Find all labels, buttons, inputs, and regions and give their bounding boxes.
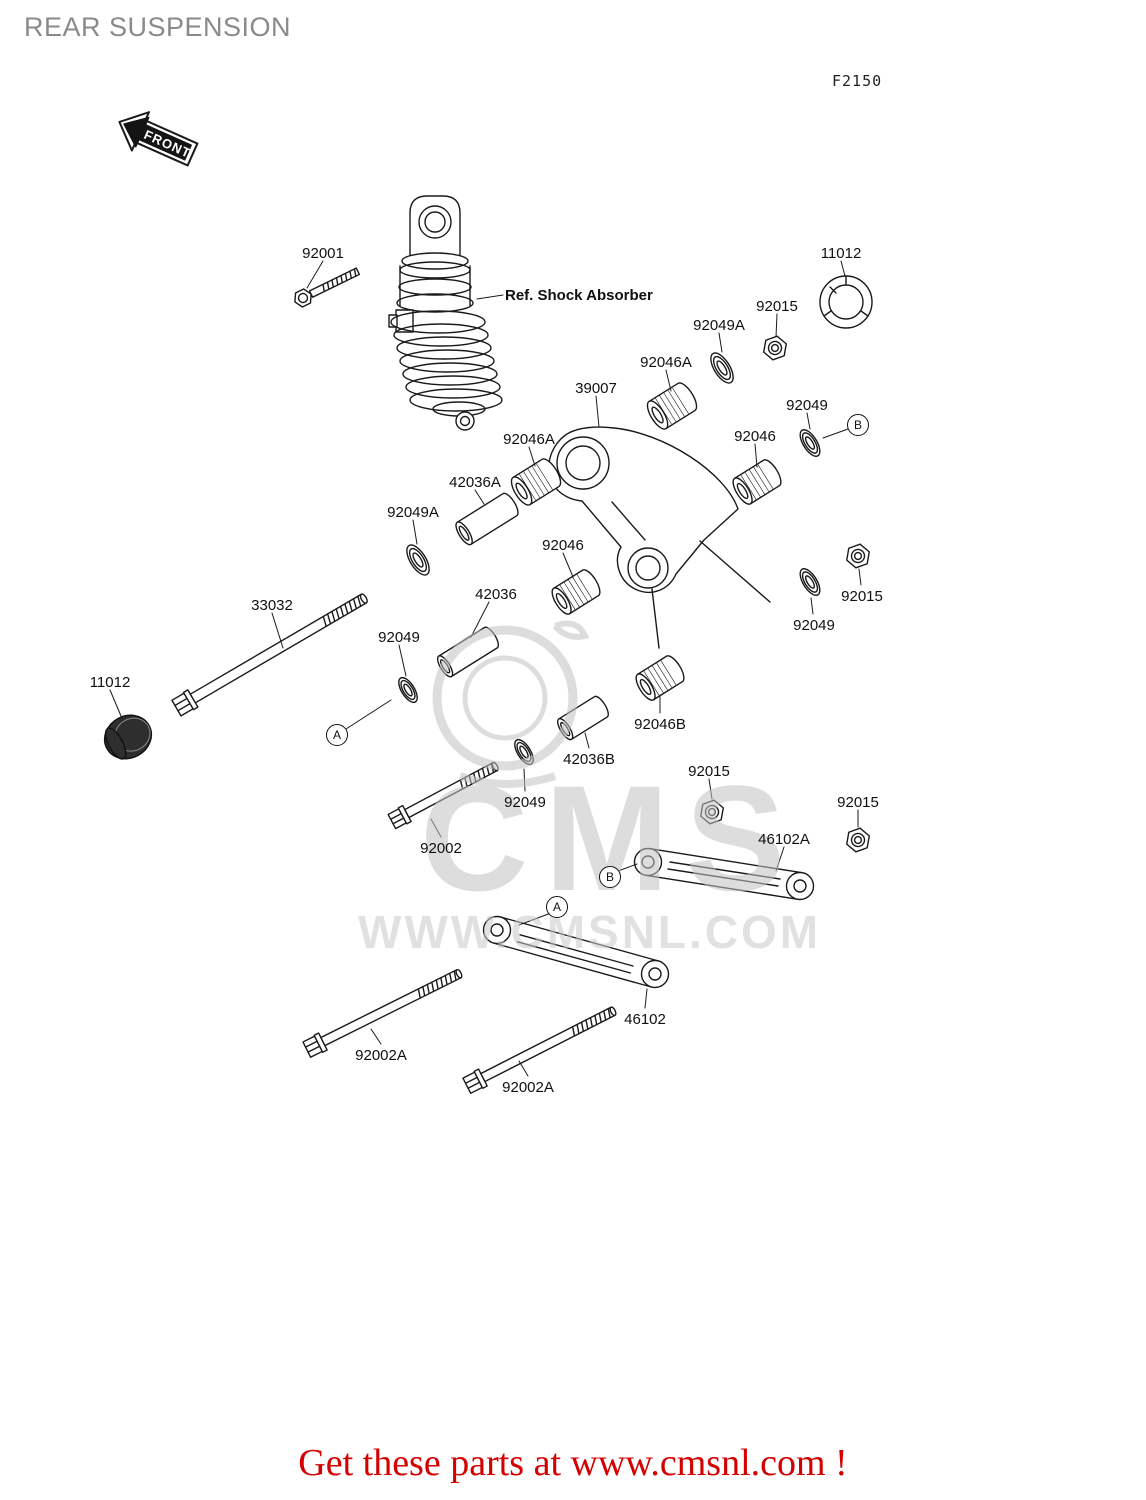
part-label-92002a-left: 92002A bbox=[355, 1047, 407, 1064]
part-label-42036a: 42036A bbox=[449, 474, 501, 491]
nut-92015-mid bbox=[700, 799, 724, 825]
bolt-92002a-left bbox=[302, 968, 463, 1058]
part-label-11012-left: 11012 bbox=[89, 674, 131, 691]
rocker-arm-39007 bbox=[548, 426, 771, 649]
part-label-42036b: 42036B bbox=[563, 751, 615, 768]
tie-rod-46102a bbox=[633, 847, 815, 901]
part-label-39007: 39007 bbox=[575, 380, 617, 397]
sleeve-42036 bbox=[436, 626, 500, 678]
nut-92015-top bbox=[763, 335, 787, 361]
bearing-92046-mid bbox=[551, 569, 601, 615]
marker-letter: A bbox=[332, 728, 341, 742]
assembly-marker-b-mid: B bbox=[599, 866, 621, 888]
seal-92049-rightmid bbox=[799, 568, 821, 596]
seal-92049-leftmid bbox=[398, 676, 418, 704]
part-label-46102a: 46102A bbox=[758, 831, 810, 848]
seal-92049a-upper bbox=[710, 352, 734, 384]
part-label-92015-mid: 92015 bbox=[688, 763, 730, 780]
part-label-92049-bottom: 92049 bbox=[504, 794, 546, 811]
cap-11012-left bbox=[103, 714, 153, 760]
bolt-92002a-right bbox=[462, 1006, 617, 1094]
part-label-92046a-mid: 92046A bbox=[503, 431, 555, 448]
marker-letter: A bbox=[552, 900, 561, 914]
nut-92015-right bbox=[846, 543, 870, 569]
part-label-92049-leftmid: 92049 bbox=[378, 629, 420, 646]
part-label-92046-right: 92046 bbox=[734, 428, 776, 445]
part-label-33032: 33032 bbox=[251, 597, 293, 614]
page-title: REAR SUSPENSION bbox=[24, 12, 292, 42]
bearing-92046a-mid bbox=[510, 458, 562, 506]
assembly-marker-a-left: A bbox=[326, 724, 348, 746]
part-label-92015-top: 92015 bbox=[756, 298, 798, 315]
part-label-92002: 92002 bbox=[420, 840, 462, 857]
bearing-92046-right bbox=[732, 459, 782, 505]
part-label-92049-righttop: 92049 bbox=[786, 397, 828, 414]
part-label-42036: 42036 bbox=[475, 586, 517, 603]
footer-promo-text: Get these parts at www.cmsnl.com ! bbox=[298, 1442, 848, 1484]
front-arrow-icon: FRONT bbox=[118, 111, 199, 167]
marker-letter: B bbox=[853, 418, 862, 432]
leader-lines bbox=[109, 260, 862, 1077]
part-label-92046-mid: 92046 bbox=[542, 537, 584, 554]
seal-92049a-left bbox=[406, 544, 430, 576]
figure-code: F2150 bbox=[832, 72, 883, 90]
part-label-92015-bottomright: 92015 bbox=[837, 794, 879, 811]
nut-92015-bottomright bbox=[846, 827, 870, 853]
shock-absorber bbox=[388, 195, 503, 431]
part-label-92049a-top: 92049A bbox=[693, 317, 745, 334]
seal-92049-righttop bbox=[799, 429, 821, 457]
part-label-46102: 46102 bbox=[624, 1011, 666, 1028]
part-label-92046b: 92046B bbox=[634, 716, 686, 733]
bearing-92046a-upper bbox=[646, 382, 698, 430]
part-label-92001: 92001 bbox=[302, 245, 344, 262]
part-label-92015-right: 92015 bbox=[841, 588, 883, 605]
assembly-marker-b-right: B bbox=[847, 414, 869, 436]
part-label-11012-right: 11012 bbox=[820, 245, 862, 262]
part-label-92049a-left: 92049A bbox=[387, 504, 439, 521]
part-label-92002a-right: 92002A bbox=[502, 1079, 554, 1096]
cap-11012-right bbox=[819, 275, 873, 329]
ref-shock-absorber-label: Ref. Shock Absorber bbox=[505, 287, 653, 304]
bolt-92001 bbox=[294, 267, 361, 308]
tie-rod-46102 bbox=[482, 915, 670, 989]
seal-92049-bottom bbox=[514, 738, 534, 766]
marker-letter: B bbox=[605, 870, 614, 884]
assembly-marker-a-mid: A bbox=[546, 896, 568, 918]
bolt-92002 bbox=[387, 761, 499, 830]
sleeve-42036a bbox=[455, 492, 519, 546]
sleeve-42036b bbox=[557, 695, 609, 741]
part-label-92049-rightmid: 92049 bbox=[793, 617, 835, 634]
bolt-33032 bbox=[171, 593, 368, 717]
bearing-92046b bbox=[635, 655, 685, 701]
part-label-92046a-top: 92046A bbox=[640, 354, 692, 371]
